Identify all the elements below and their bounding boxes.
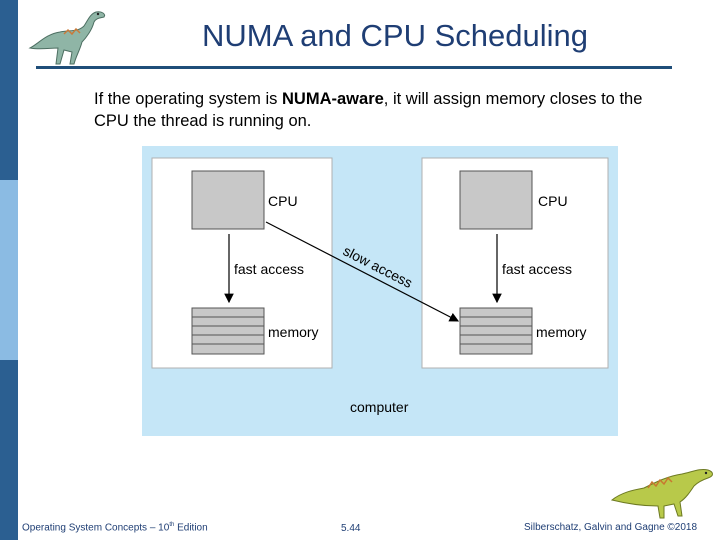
footer-book-sup: th bbox=[169, 522, 175, 528]
footer-book-suffix: Edition bbox=[174, 522, 208, 534]
slow-access-arrow bbox=[265, 221, 460, 322]
footer-copyright: Silberschatz, Galvin and Gagne ©2018 bbox=[524, 522, 698, 533]
computer-label: computer bbox=[350, 399, 409, 415]
right-memory-block bbox=[459, 307, 533, 355]
footer-book-title: Operating System Concepts – 10th Edition bbox=[22, 522, 208, 533]
dinosaur-logo-icon bbox=[28, 11, 105, 65]
left-fast-access-label: fast access bbox=[234, 261, 304, 277]
title-divider bbox=[36, 66, 672, 69]
right-cpu-box bbox=[459, 170, 533, 230]
right-memory-label: memory bbox=[536, 324, 587, 340]
slide-title: NUMA and CPU Scheduling bbox=[202, 18, 588, 53]
numa-diagram: CPU memory fast access CPU memory fast a… bbox=[142, 146, 618, 436]
left-cpu-box bbox=[191, 170, 265, 230]
right-fast-access-label: fast access bbox=[502, 261, 572, 277]
footer-book-prefix: Operating System Concepts – 10 bbox=[22, 522, 170, 534]
body-text-bold: NUMA-aware bbox=[282, 90, 384, 108]
left-memory-label: memory bbox=[268, 324, 319, 340]
body-text-prefix: If the operating system is bbox=[94, 90, 283, 108]
dinosaur-footer-icon bbox=[610, 469, 713, 519]
sidebar-segment-dark bbox=[0, 360, 18, 540]
sidebar-decoration bbox=[0, 0, 18, 540]
sidebar-segment-dark bbox=[0, 0, 18, 180]
slide-body-text: If the operating system is NUMA-aware, i… bbox=[94, 88, 674, 132]
body-text-suffix: , it will assign memory closes to the CP… bbox=[94, 90, 643, 130]
right-cpu-label: CPU bbox=[538, 193, 568, 209]
left-memory-block bbox=[191, 307, 265, 355]
sidebar-segment-light bbox=[0, 180, 18, 360]
left-cpu-label: CPU bbox=[268, 193, 298, 209]
footer-page-number: 5.44 bbox=[341, 523, 361, 534]
